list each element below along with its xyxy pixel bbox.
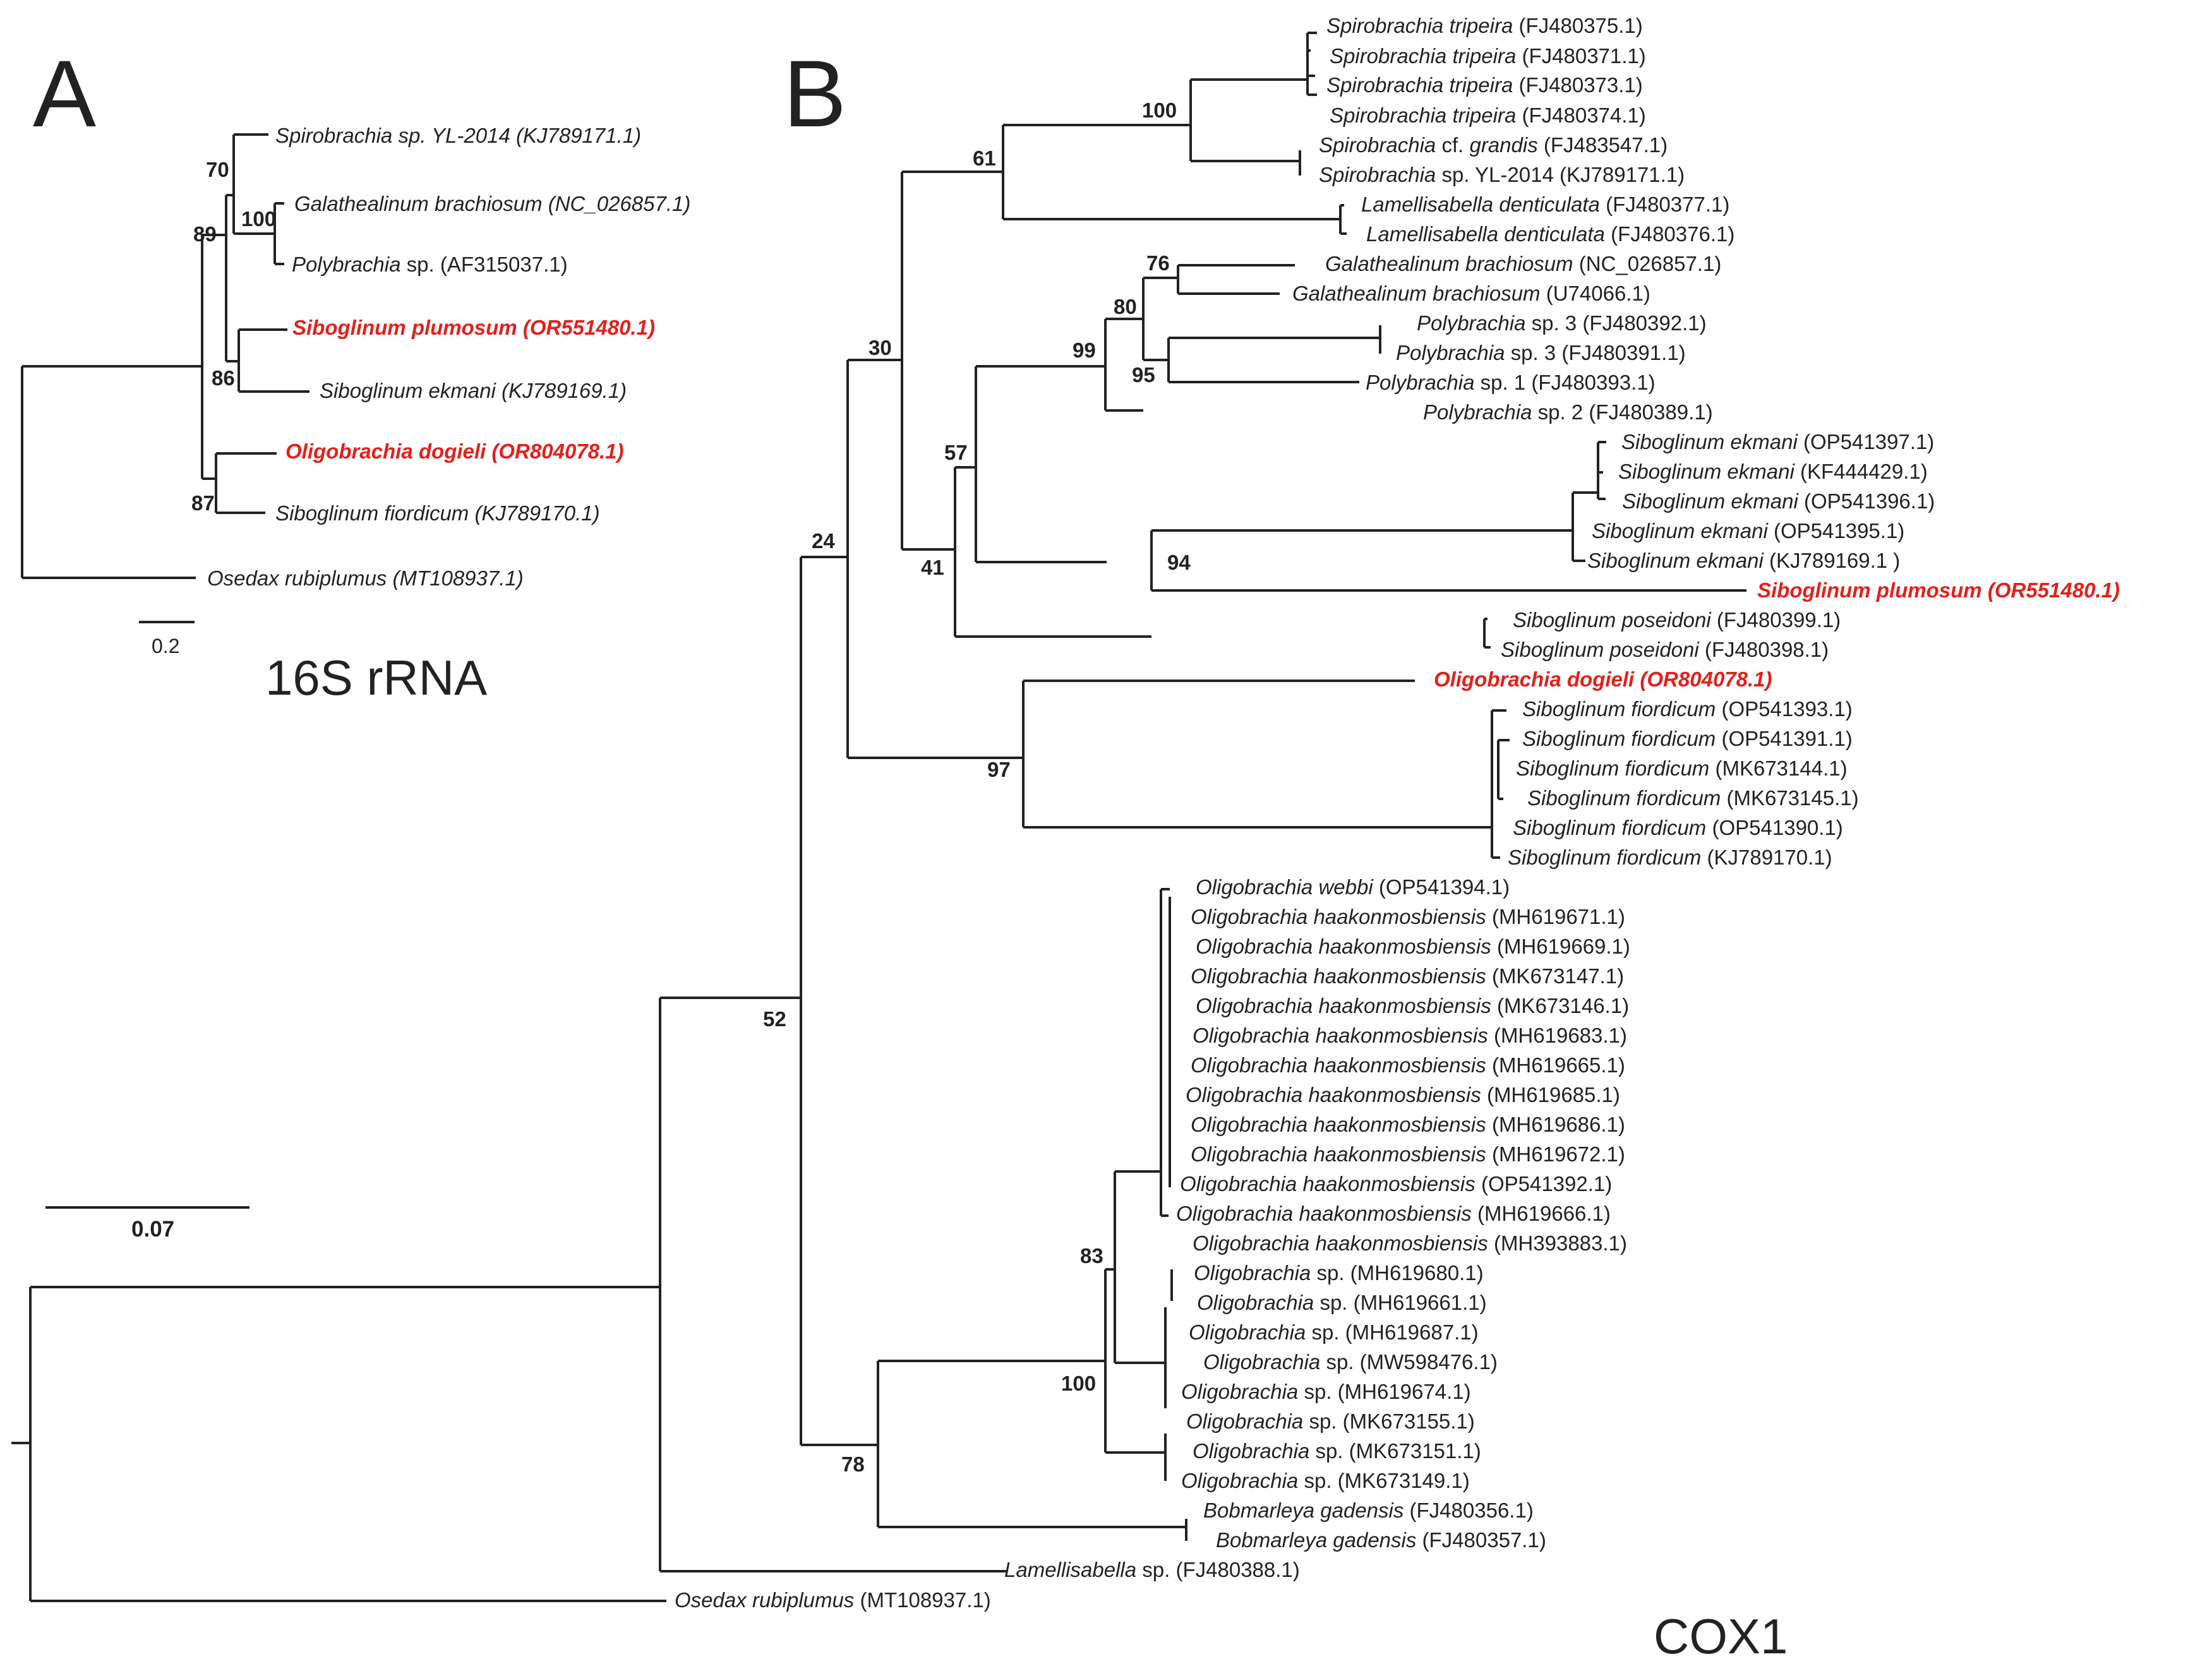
a-taxon-label-highlight: Siboglinum plumosum (OR551480.1) <box>292 316 655 339</box>
a-support-value: 100 <box>241 207 276 231</box>
panel-a-letter: A <box>33 40 96 147</box>
b-taxon-label: Lamellisabella denticulata (FJ480376.1) <box>1366 222 1734 246</box>
b-taxon-label: Oligobrachia sp. (MK673151.1) <box>1193 1439 1481 1463</box>
b-taxon-label: Siboglinum ekmani (KJ789169.1 ) <box>1587 549 1900 572</box>
b-taxon-label: Siboglinum fiordicum (OP541393.1) <box>1522 697 1853 721</box>
b-taxon-label: Oligobrachia haakonmosbiensis (MK673146.… <box>1196 994 1629 1017</box>
b-taxon-label: Osedax rubiplumus (MT108937.1) <box>675 1588 991 1612</box>
b-taxon-label: Oligobrachia sp. (MH619680.1) <box>1194 1261 1484 1285</box>
b-taxon-label: Siboglinum fiordicum (KJ789170.1) <box>1508 846 1832 869</box>
b-support-value: 30 <box>869 336 892 359</box>
b-support-value: 83 <box>1080 1244 1103 1267</box>
b-taxon-label: Oligobrachia sp. (MK673149.1) <box>1181 1469 1470 1492</box>
a-taxon-label: Polybrachia sp. (AF315037.1) <box>292 253 568 276</box>
b-taxon-label: Spirobrachia tripeira (FJ480374.1) <box>1330 104 1646 127</box>
b-taxon-label: Spirobrachia tripeira (FJ480373.1) <box>1326 73 1643 97</box>
a-taxon-label: Osedax rubiplumus (MT108937.1) <box>207 566 524 590</box>
b-taxon-label: Oligobrachia haakonmosbiensis (MH619683.… <box>1193 1024 1627 1047</box>
b-taxon-label: Polybrachia sp. 3 (FJ480392.1) <box>1417 311 1707 335</box>
b-taxon-label: Polybrachia sp. 1 (FJ480393.1) <box>1366 371 1656 394</box>
panel-a: A Spirobrachia sp. YL-2 <box>21 40 690 705</box>
panel-b-taxa: Spirobrachia tripeira (FJ480375.1) Spiro… <box>675 14 2120 1612</box>
b-taxon-label: Siboglinum poseidoni (FJ480398.1) <box>1501 638 1829 661</box>
b-support-value: 52 <box>763 1007 786 1031</box>
b-taxon-label: Spirobrachia cf. grandis (FJ483547.1) <box>1319 133 1668 157</box>
b-taxon-label: Oligobrachia haakonmosbiensis (MH619685.… <box>1186 1083 1620 1106</box>
b-support-value: 57 <box>944 441 968 464</box>
b-taxon-label: Oligobrachia sp. (MK673155.1) <box>1186 1410 1475 1433</box>
b-taxon-label: Galathealinum brachiosum (U74066.1) <box>1292 282 1650 305</box>
a-support-value: 86 <box>212 366 235 390</box>
b-support-value: 95 <box>1132 363 1155 386</box>
b-taxon-label: Galathealinum brachiosum (NC_026857.1) <box>1325 252 1721 275</box>
a-taxon-label: Galathealinum brachiosum (NC_026857.1) <box>294 192 690 215</box>
a-support-value: 70 <box>206 158 229 181</box>
b-support-value: 100 <box>1061 1372 1096 1395</box>
panel-a-taxa: Spirobrachia sp. YL-2014 (KJ789171.1) Ga… <box>207 124 690 590</box>
b-taxon-label: Siboglinum fiordicum (OP541391.1) <box>1522 727 1853 750</box>
b-taxon-label: Oligobrachia haakonmosbiensis (MH619666.… <box>1176 1202 1611 1225</box>
b-taxon-label: Oligobrachia webbi (OP541394.1) <box>1196 875 1510 899</box>
b-taxon-label: Bobmarleya gadensis (FJ480356.1) <box>1203 1499 1534 1522</box>
b-taxon-label: Siboglinum ekmani (OP541395.1) <box>1592 519 1904 542</box>
a-taxon-label: Siboglinum fiordicum (KJ789170.1) <box>275 501 600 525</box>
b-taxon-label: Oligobrachia sp. (MW598476.1) <box>1203 1350 1498 1374</box>
b-taxon-label: Spirobrachia tripeira (FJ480371.1) <box>1330 44 1646 68</box>
b-taxon-label: Oligobrachia sp. (MH619661.1) <box>1197 1291 1487 1314</box>
b-taxon-label: Siboglinum ekmani (OP541397.1) <box>1621 430 1934 453</box>
b-taxon-label: Oligobrachia sp. (MH619687.1) <box>1189 1321 1479 1344</box>
b-support-value: 94 <box>1167 551 1191 574</box>
a-support-value: 89 <box>193 222 217 246</box>
a-taxon-label: Spirobrachia sp. YL-2014 (KJ789171.1) <box>275 124 641 147</box>
panel-b-supports: 100 61 76 80 99 95 30 57 94 41 24 97 52 … <box>763 99 1191 1476</box>
a-taxon-label-highlight: Oligobrachia dogieli (OR804078.1) <box>286 440 624 463</box>
panel-b-letter: B <box>783 40 846 147</box>
panel-b-branches <box>11 32 1746 1602</box>
b-taxon-label: Siboglinum poseidoni (FJ480399.1) <box>1513 608 1841 632</box>
b-taxon-label: Siboglinum fiordicum (MK673145.1) <box>1527 786 1859 810</box>
b-taxon-label: Bobmarleya gadensis (FJ480357.1) <box>1216 1528 1546 1552</box>
b-support-value: 41 <box>921 556 944 579</box>
a-support-value: 87 <box>191 491 215 515</box>
b-taxon-label: Polybrachia sp. 3 (FJ480391.1) <box>1396 341 1686 364</box>
panel-a-supports: 70 100 89 86 87 <box>191 158 276 515</box>
b-taxon-label: Oligobrachia haakonmosbiensis (MH619672.… <box>1191 1142 1625 1166</box>
b-taxon-label: Oligobrachia haakonmosbiensis (MH619686.… <box>1191 1113 1625 1136</box>
b-taxon-label: Lamellisabella sp. (FJ480388.1) <box>1004 1558 1300 1581</box>
b-taxon-label: Oligobrachia haakonmosbiensis (MH619665.… <box>1191 1053 1625 1077</box>
b-taxon-label: Oligobrachia haakonmosbiensis (MH619671.… <box>1191 905 1625 928</box>
b-taxon-label: Oligobrachia haakonmosbiensis (MH393883.… <box>1193 1231 1627 1255</box>
b-taxon-label: Siboglinum fiordicum (OP541390.1) <box>1513 816 1843 839</box>
b-support-value: 97 <box>987 758 1011 781</box>
b-taxon-label: Oligobrachia haakonmosbiensis (OP541392.… <box>1180 1172 1612 1195</box>
b-support-value: 24 <box>812 529 835 553</box>
b-taxon-label: Spirobrachia tripeira (FJ480375.1) <box>1326 14 1643 37</box>
b-taxon-label-highlight: Siboglinum plumosum (OR551480.1) <box>1757 578 2120 602</box>
b-support-value: 80 <box>1114 295 1137 318</box>
panel-b-scale-bar: 0.07 <box>45 1206 249 1242</box>
b-taxon-label: Lamellisabella denticulata (FJ480377.1) <box>1361 193 1729 216</box>
b-support-value: 76 <box>1146 251 1170 275</box>
b-taxon-label: Polybrachia sp. 2 (FJ480389.1) <box>1423 400 1713 424</box>
b-taxon-label: Siboglinum ekmani (KF444429.1) <box>1618 460 1928 483</box>
b-support-value: 61 <box>973 147 996 170</box>
b-taxon-label: Spirobrachia sp. YL-2014 (KJ789171.1) <box>1319 163 1685 186</box>
a-taxon-label: Siboglinum ekmani (KJ789169.1) <box>320 379 627 402</box>
b-gene-title: COX1 <box>1654 1608 1788 1659</box>
b-taxon-label-highlight: Oligobrachia dogieli (OR804078.1) <box>1434 668 1772 691</box>
b-taxon-label: Oligobrachia haakonmosbiensis (MK673147.… <box>1191 964 1624 988</box>
b-support-value: 99 <box>1073 338 1096 362</box>
panel-b: B <box>11 14 2120 1659</box>
b-taxon-label: Oligobrachia haakonmosbiensis (MH619669.… <box>1196 935 1630 958</box>
a-gene-title: 16S rRNA <box>265 650 487 705</box>
b-taxon-label: Siboglinum ekmani (OP541396.1) <box>1622 489 1935 513</box>
b-support-value: 78 <box>841 1452 865 1476</box>
b-taxon-label: Oligobrachia sp. (MH619674.1) <box>1181 1380 1471 1403</box>
b-scale-label: 0.07 <box>131 1217 174 1242</box>
b-taxon-label: Siboglinum fiordicum (MK673144.1) <box>1516 757 1848 780</box>
b-support-value: 100 <box>1142 99 1177 122</box>
panel-a-branches <box>21 133 310 623</box>
a-scale-label: 0.2 <box>152 635 179 657</box>
